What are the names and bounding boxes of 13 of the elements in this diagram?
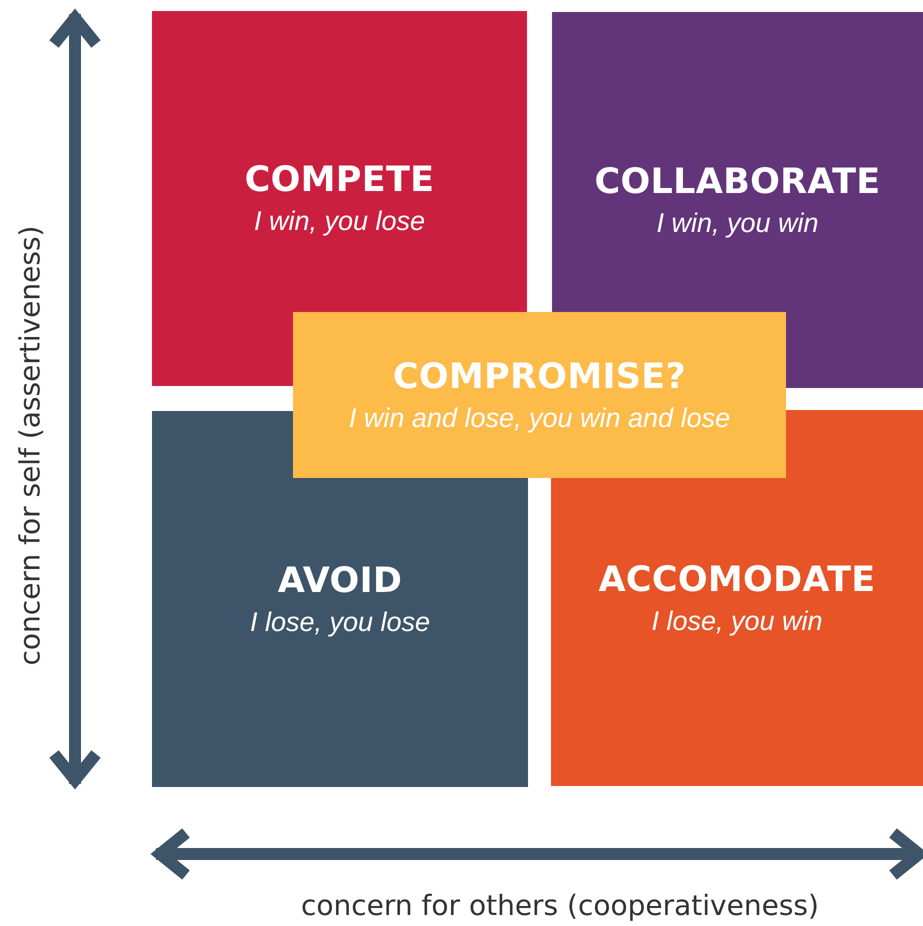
axis-label: concern for others (cooperativeness) bbox=[301, 888, 819, 922]
outcome-text: I win, you win bbox=[656, 208, 819, 238]
outcome-text: I win, you lose bbox=[254, 206, 426, 237]
strategy-title: COLLABORATE bbox=[594, 162, 880, 202]
strategy-overlay bbox=[293, 312, 786, 478]
strategy-title: COMPETE bbox=[244, 160, 434, 200]
outcome-text: I lose, you lose bbox=[250, 606, 430, 638]
axis-label: concern for self (assertiveness) bbox=[13, 225, 46, 665]
strategy-title: AVOID bbox=[278, 560, 402, 600]
strategy-title: COMPROMISE? bbox=[392, 356, 686, 396]
outcome-text: I win and lose, you win and lose bbox=[348, 402, 730, 434]
outcome-text: I lose, you win bbox=[651, 606, 823, 636]
strategy-title: ACCOMODATE bbox=[598, 560, 876, 600]
